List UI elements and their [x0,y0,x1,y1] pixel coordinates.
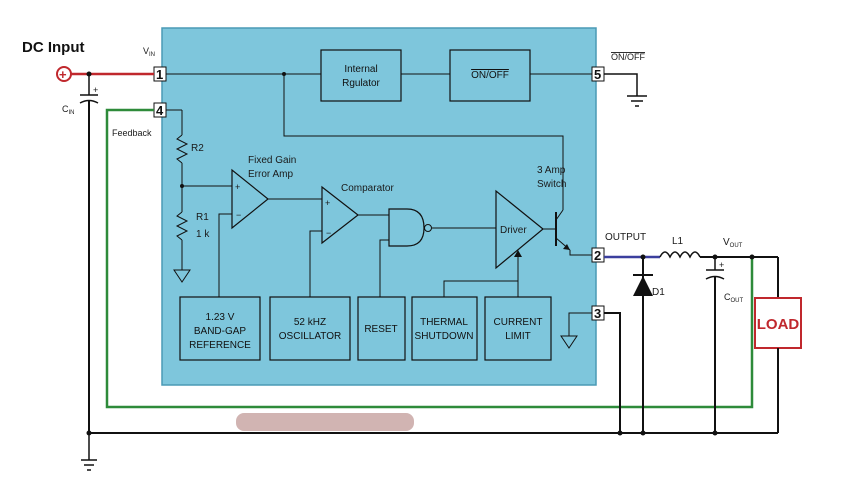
onoff-block-label: ON/OFF [471,70,509,81]
emitter-to-pin2-wire [569,250,592,256]
r1-label-line1: R1 [196,212,209,223]
cout-plate-bottom [705,275,725,280]
pin-3-label: 3 [594,306,601,321]
comparator-plus: + [325,198,330,208]
reset-label: RESET [364,324,397,335]
error-amp-label-line1: Fixed Gain [248,155,296,166]
plus-icon: + [59,67,67,82]
r2-label: R2 [191,143,204,154]
arrow-icon [514,250,522,257]
pin3-internal-wire [568,312,592,336]
oscillator-line1: 52 kHZ [294,317,326,328]
internal-regulator-line2: Rgulator [342,78,380,89]
r1-label-line2: 1 k [196,229,210,240]
osc-to-comp-wire [309,230,322,297]
switch-label-line2: Switch [537,179,566,190]
cout-plus: + [719,260,724,270]
junction-dot [712,430,718,436]
thermal-line1: THERMAL [420,317,468,328]
internal-regulator-line1: Internal [344,64,377,75]
switch-collector [555,209,564,221]
vout-label: VOUT [723,237,743,249]
driver [495,189,544,270]
pin3-ground-wire [604,312,621,433]
current-limit-block [484,296,552,361]
ground-icon [627,95,647,107]
ic-body [161,27,597,386]
dc-input-label: DC Input [22,39,84,56]
ground-triangle-icon [560,335,578,349]
oscillator-line2: OSCILLATOR [279,331,341,342]
junction-dot [640,430,646,436]
pin-1-label: 1 [156,67,163,82]
bandgap-block [179,296,261,361]
d1-label: D1 [652,287,665,298]
output-label: OUTPUT [605,232,646,243]
comparator-label: Comparator [341,183,394,194]
feedback-label: Feedback [112,128,152,138]
ground-icon [81,459,97,471]
switch-label-line1: 3 Amp [537,165,566,176]
error-amp-label-line2: Error Amp [248,169,293,180]
thermal-line2: SHUTDOWN [415,331,474,342]
current-limit-line1: CURRENT [494,317,543,328]
cout-label: COUT [724,292,744,304]
pin-5-label: 5 [594,67,601,82]
nand-bubble [424,224,432,232]
l1-label: L1 [672,236,684,247]
vin-label: VIN [143,46,155,58]
error-amp-plus: + [235,182,240,192]
cin-label: CIN [62,104,75,116]
bandgap-line2: BAND-GAP [194,326,247,337]
comparator [321,185,359,245]
ground-triangle-icon [173,269,191,283]
error-amp [231,168,269,230]
nand-gate [388,208,425,247]
onoff-block [449,49,531,102]
reset-to-nand-wire [379,239,389,297]
d1-diode [633,276,653,296]
reset-block [357,296,406,361]
ref-to-erramp-wire [218,213,232,297]
driver-label: Driver [500,225,527,236]
cin-plus: + [93,85,98,95]
redacted-bar [236,413,414,431]
internal-regulator-block [320,49,402,102]
comparator-minus: − [326,228,331,238]
r2-resistor [175,134,189,164]
pin-2-label: 2 [594,248,601,263]
onoff-ground-wire [604,73,638,96]
feedback-wire [105,108,754,409]
junction-dot [617,430,623,436]
pin-4-label: 4 [156,103,164,118]
bandgap-line3: REFERENCE [189,340,251,351]
current-limit-line2: LIMIT [505,331,531,342]
cin-plate-bottom [79,99,99,104]
vin-to-switch-wire [283,74,564,200]
r1-resistor [175,211,189,241]
error-amp-minus: − [236,210,241,220]
switch-emitter-arrow [563,244,570,250]
l1-inductor [659,251,701,259]
oscillator-block [269,296,351,361]
thermal-block [411,296,478,361]
load-label: LOAD [757,316,800,333]
thermal-to-driver-wire [443,252,519,297]
junction-dot [749,254,755,260]
onoff-outside-label: ON/OFF [611,52,645,62]
bandgap-line1: 1.23 V [206,312,235,323]
